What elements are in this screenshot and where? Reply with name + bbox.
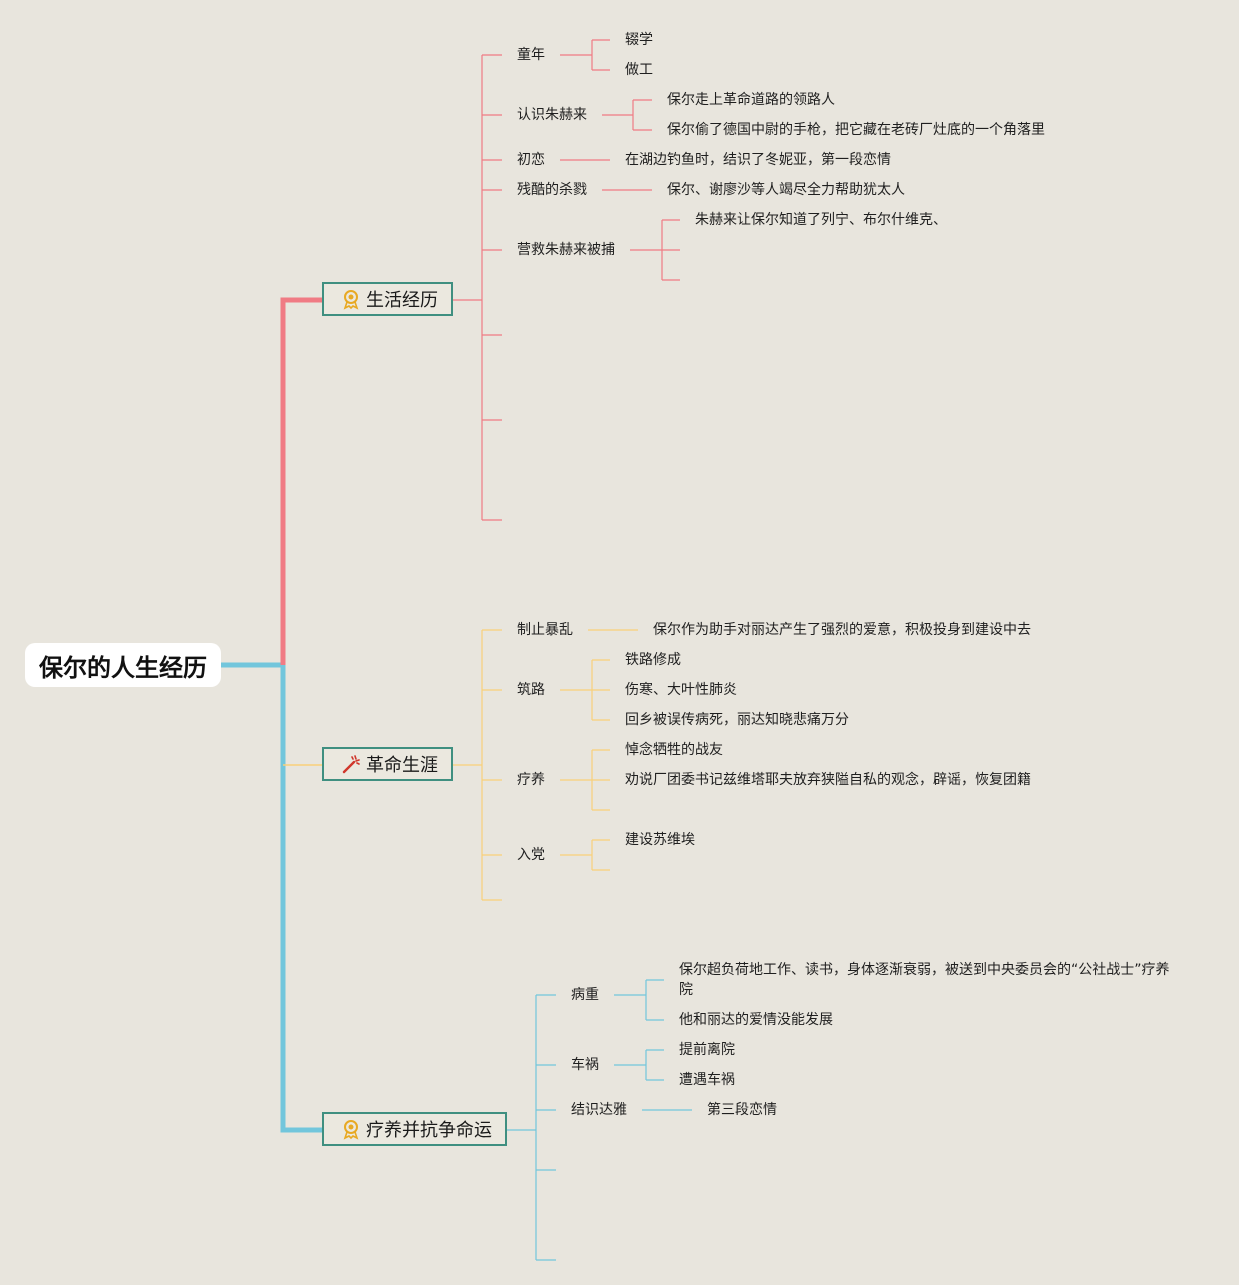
- leaf[interactable]: 做工: [625, 62, 653, 78]
- topic-seriously-ill[interactable]: 病重: [571, 987, 599, 1003]
- branch-life-experience[interactable]: 生活经历: [322, 282, 453, 316]
- leaf[interactable]: 保尔作为助手对丽达产生了强烈的爱意，积极投身到建设中去: [653, 622, 1031, 638]
- branch-label: 疗养并抗争命运: [366, 1120, 492, 1141]
- leaf[interactable]: 保尔偷了德国中尉的手枪，把它藏在老砖厂灶底的一个角落里: [667, 122, 1045, 138]
- topic-meet-zhukhrai[interactable]: 认识朱赫来: [517, 107, 587, 123]
- branch-revolutionary-career[interactable]: 革命生涯: [322, 747, 453, 781]
- topic-build-railway[interactable]: 筑路: [517, 682, 545, 698]
- topic-massacre[interactable]: 残酷的杀戮: [517, 182, 587, 198]
- leaf[interactable]: 劝说厂团委书记兹维塔耶夫放弃狭隘自私的观念，辟谣，恢复团籍: [625, 772, 1031, 788]
- leaf[interactable]: 朱赫来让保尔知道了列宁、布尔什维克、: [695, 212, 947, 228]
- leaf[interactable]: 伤寒、大叶性肺炎: [625, 682, 737, 698]
- medal-icon: [340, 1118, 362, 1140]
- leaf[interactable]: 保尔超负荷地工作、读书，身体逐渐衰弱，被送到中央委员会的“公社战士”疗养院: [679, 962, 1170, 998]
- leaf[interactable]: 在湖边钓鱼时，结识了冬妮亚，第一段恋情: [625, 152, 891, 168]
- topic-meet-taya[interactable]: 结识达雅: [571, 1102, 627, 1118]
- leaf[interactable]: 提前离院: [679, 1042, 735, 1058]
- topic-car-accident[interactable]: 车祸: [571, 1057, 599, 1073]
- topic-rescue-arrest[interactable]: 营救朱赫来被捕: [517, 242, 615, 258]
- topic-stop-riot[interactable]: 制止暴乱: [517, 622, 573, 638]
- leaf[interactable]: 建设苏维埃: [625, 832, 695, 848]
- leaf[interactable]: 辍学: [625, 32, 653, 48]
- leaf[interactable]: 保尔、谢廖沙等人竭尽全力帮助犹太人: [667, 182, 905, 198]
- leaf[interactable]: 他和丽达的爱情没能发展: [679, 1012, 833, 1028]
- leaf[interactable]: 铁路修成: [625, 652, 681, 668]
- topic-join-party[interactable]: 入党: [517, 847, 545, 863]
- topic-first-love[interactable]: 初恋: [517, 152, 545, 168]
- leaf[interactable]: 遭遇车祸: [679, 1072, 735, 1088]
- leaf[interactable]: 悼念牺牲的战友: [625, 742, 723, 758]
- branch-label: 生活经历: [366, 290, 438, 311]
- branch-fight-fate[interactable]: 疗养并抗争命运: [322, 1112, 507, 1146]
- leaf[interactable]: 第三段恋情: [707, 1102, 777, 1118]
- topic-recuperation[interactable]: 疗养: [517, 772, 545, 788]
- medal-icon: [340, 288, 362, 310]
- magic-wand-icon: [340, 753, 362, 775]
- topic-childhood[interactable]: 童年: [517, 47, 545, 63]
- leaf[interactable]: 回乡被误传病死，丽达知晓悲痛万分: [625, 712, 849, 728]
- root-node[interactable]: 保尔的人生经历: [25, 643, 221, 687]
- leaf[interactable]: 保尔走上革命道路的领路人: [667, 92, 835, 108]
- branch-label: 革命生涯: [366, 755, 438, 776]
